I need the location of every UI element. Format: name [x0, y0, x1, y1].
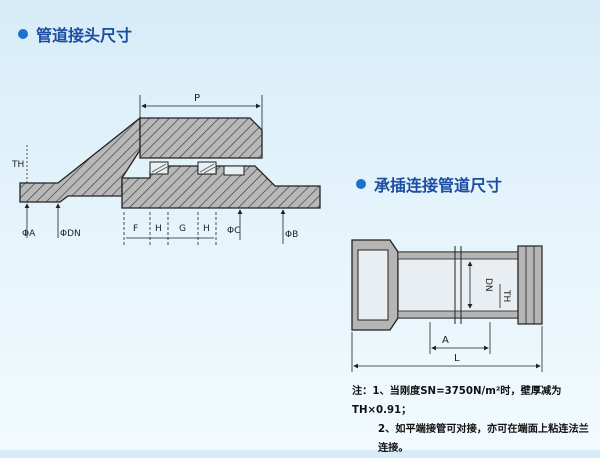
- notes: 注：1、当刚度SN=3750N/m²时，壁厚减为TH×0.91； 2、如平端接管…: [352, 382, 598, 458]
- label-g: G: [179, 224, 186, 234]
- note-line-2: 2、如平端接管可对接，亦可在端面上粘连法兰连接。: [378, 424, 589, 454]
- coupling-upper-wall: [139, 117, 263, 159]
- spigot-end: [517, 245, 543, 325]
- label-p: P: [194, 93, 200, 104]
- label-phi-a: ΦA: [22, 229, 36, 239]
- label-h-1: H: [155, 224, 162, 234]
- joint-section-drawing: P TH ΦA ΦDN F H G H ΦC ΦB: [11, 93, 321, 246]
- label-phi-c: ΦC: [227, 226, 240, 236]
- label-phi-dn: ΦDN: [60, 229, 81, 239]
- pipe-body: [397, 251, 519, 319]
- label-f: F: [133, 224, 138, 234]
- section-title-socket-pipe-dimensions: 承插连接管道尺寸: [356, 172, 502, 196]
- bullet-icon: [18, 29, 28, 39]
- label-l: L: [454, 353, 460, 364]
- section-title-joint-dimensions: 管道接头尺寸: [18, 22, 132, 46]
- label-h-2: H: [203, 224, 210, 234]
- right-pipe-step: [223, 165, 245, 176]
- label-th: TH: [501, 289, 511, 302]
- section-title-text: 承插连接管道尺寸: [374, 176, 503, 195]
- label-dn: DN: [483, 278, 493, 292]
- note-line-1: 注：1、当刚度SN=3750N/m²时，壁厚减为TH×0.91；: [352, 386, 562, 416]
- label-a: A: [442, 335, 449, 346]
- label-th: TH: [11, 160, 24, 170]
- socket-pipe-drawing: DN TH A L: [351, 239, 543, 372]
- bullet-icon: [356, 179, 366, 189]
- section-title-text: 管道接头尺寸: [36, 26, 133, 45]
- label-phi-b: ΦB: [285, 230, 298, 240]
